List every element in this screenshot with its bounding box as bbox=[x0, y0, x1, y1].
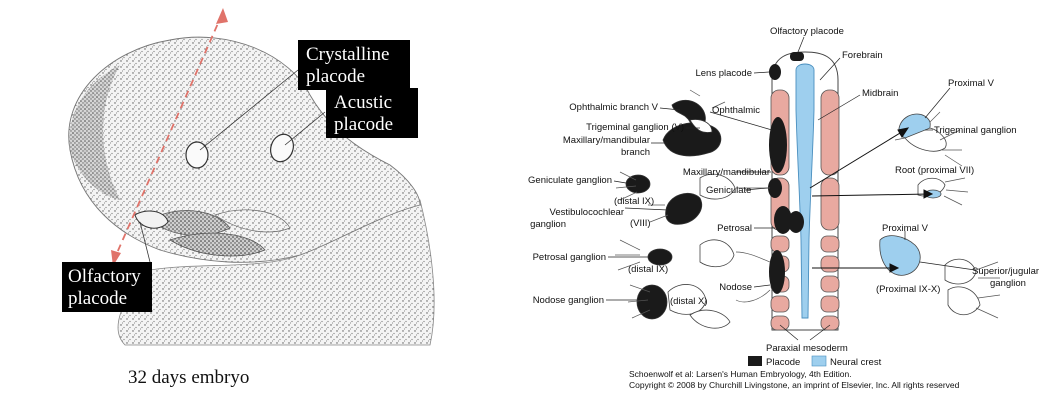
label-trigeminal-ganglion: Trigeminal ganglion bbox=[934, 125, 1017, 136]
label-ophthalmic-branch-v: Ophthalmic branch V bbox=[569, 102, 658, 113]
left-ganglion-outlines bbox=[667, 173, 736, 329]
label-nodose-ganglion: Nodose ganglion bbox=[533, 295, 604, 306]
label-nodose: Nodose bbox=[719, 282, 752, 293]
connector-arrows bbox=[809, 127, 934, 273]
label-vestibulocochlear-1: Vestibulocochlear bbox=[550, 207, 624, 218]
label-forebrain: Forebrain bbox=[842, 50, 883, 61]
label-geniculate-ganglion: Geniculate ganglion bbox=[528, 175, 612, 186]
label-max-mand-branch-2: branch bbox=[621, 147, 650, 158]
right-ganglia bbox=[879, 113, 981, 316]
label-superior-jugular-1: Superior/jugular bbox=[972, 266, 1039, 277]
legend-swatch-neural-crest bbox=[811, 355, 827, 367]
label-petrosal: Petrosal bbox=[717, 223, 752, 234]
label-vestibulocochlear-2: ganglion bbox=[530, 219, 566, 230]
label-superior-jugular-2: ganglion bbox=[990, 278, 1026, 289]
crystalline-label-line1: Crystalline bbox=[306, 44, 389, 65]
label-maxillary-mandibular: Maxillary/mandibular bbox=[683, 167, 770, 178]
label-distal-x: (distal X) bbox=[670, 296, 707, 307]
olfactory-label-line1: Olfactory bbox=[68, 266, 141, 287]
label-midbrain: Midbrain bbox=[862, 88, 898, 99]
embryo-caption: 32 days embryo bbox=[128, 367, 249, 388]
legend: Placode Neural crest bbox=[748, 355, 882, 368]
neural-tube-diagram bbox=[768, 51, 840, 331]
label-root-proximal-vii: Root (proximal VII) bbox=[895, 165, 974, 176]
legend-swatch-placode bbox=[748, 356, 762, 366]
label-leaders bbox=[606, 36, 976, 341]
label-geniculate: Geniculate bbox=[706, 185, 751, 196]
label-distal-ix-2: (distal IX) bbox=[628, 264, 668, 275]
crystalline-label-box bbox=[298, 40, 410, 90]
legend-label-neural-crest: Neural crest bbox=[830, 357, 882, 368]
label-viii: (VIII) bbox=[630, 218, 651, 229]
acustic-label-line1: Acustic bbox=[334, 92, 392, 113]
label-ophthalmic: Ophthalmic bbox=[712, 105, 760, 116]
label-proximal-v: Proximal V bbox=[948, 78, 995, 89]
embryo-drawing bbox=[68, 8, 435, 346]
label-lens-placode: Lens placode bbox=[695, 68, 752, 79]
label-paraxial-mesoderm: Paraxial mesoderm bbox=[766, 343, 848, 354]
label-petrosal-ganglion: Petrosal ganglion bbox=[533, 252, 606, 263]
credit-line-1: Schoenwolf et al: Larsen's Human Embryol… bbox=[629, 369, 852, 379]
legend-label-placode: Placode bbox=[766, 357, 800, 368]
label-olfactory-placode: Olfactory placode bbox=[770, 26, 844, 37]
label-proximal-ix-x: (Proximal IX-X) bbox=[876, 284, 940, 295]
left-ganglia bbox=[625, 99, 722, 320]
credit-line-2: Copyright © 2008 by Churchill Livingston… bbox=[629, 380, 960, 390]
acustic-label-line2: placode bbox=[334, 114, 393, 135]
olfactory-label-line2: placode bbox=[68, 288, 127, 309]
label-trigeminal-ganglion-v: Trigeminal ganglion (V) bbox=[586, 122, 684, 133]
crystalline-label-line2: placode bbox=[306, 66, 365, 87]
acustic-label-box bbox=[326, 88, 418, 138]
label-distal-ix-1: (distal IX) bbox=[614, 196, 654, 207]
olfactory-label-box bbox=[62, 262, 152, 312]
label-proximal-v-2: Proximal V bbox=[882, 223, 929, 234]
label-max-mand-branch-1: Maxillary/mandibular bbox=[563, 135, 650, 146]
